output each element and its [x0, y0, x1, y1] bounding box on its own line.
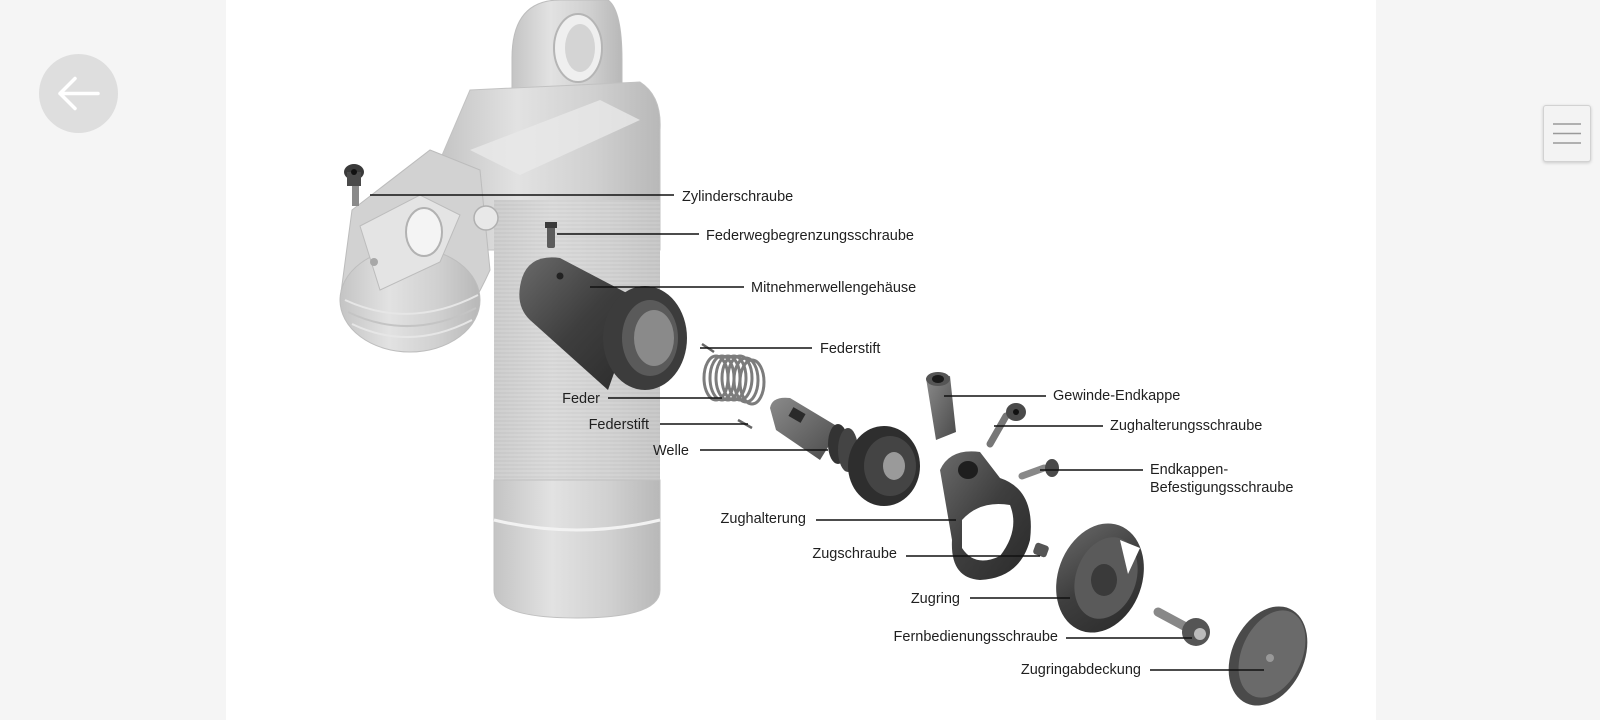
label-gewinde-endkappe: Gewinde-Endkappe [1053, 388, 1180, 404]
label-mitnehmerwellengehaeuse: Mitnehmerwellengehäuse [751, 280, 916, 296]
label-welle: Welle [653, 443, 689, 459]
label-feder: Feder [562, 391, 600, 407]
part-zughalterung [940, 451, 1031, 580]
part-zylinderschraube [344, 164, 364, 206]
menu-button[interactable] [1543, 105, 1591, 162]
label-federstift-bottom: Federstift [589, 417, 649, 433]
part-zugringabdeckung [1228, 606, 1308, 706]
label-zughalterungsschraube: Zughalterungsschraube [1110, 418, 1262, 434]
label-federwegbegrenzungsschraube: Federwegbegrenzungsschraube [706, 228, 914, 244]
part-fernbedienungsschraube [1153, 607, 1210, 646]
hamburger-menu-icon [1553, 123, 1581, 144]
part-mitnehmerwellengehaeuse [519, 257, 687, 390]
part-zugring [1056, 523, 1144, 633]
exploded-parts-illustration [344, 164, 1308, 706]
label-endkappen-line1: Endkappen- [1150, 462, 1228, 478]
document-page [226, 0, 1376, 720]
leader-lines [370, 194, 1264, 671]
back-button[interactable] [39, 54, 118, 133]
part-zughalterungsschraube [986, 403, 1026, 448]
label-zugschraube: Zugschraube [812, 546, 897, 562]
label-fernbedienungsschraube: Fernbedienungsschraube [894, 629, 1058, 645]
part-endkappen-befestigungsschraube [1018, 459, 1059, 480]
label-federstift-top: Federstift [820, 341, 880, 357]
part-zugschraube [1033, 542, 1049, 558]
label-zugringabdeckung: Zugringabdeckung [1021, 662, 1141, 678]
label-zughalterung: Zughalterung [721, 511, 806, 527]
part-gewinde-endkappe [926, 372, 956, 440]
label-zugring: Zugring [911, 591, 960, 607]
part-welle [770, 397, 920, 506]
part-labels: Zylinderschraube Federwegbegrenzungsschr… [562, 189, 1293, 678]
part-federwegbegrenzungsschraube [545, 222, 557, 248]
label-endkappen-line2: Befestigungsschraube [1150, 480, 1294, 496]
arrow-left-icon [58, 76, 100, 111]
part-feder [702, 354, 766, 406]
label-zylinderschraube: Zylinderschraube [682, 189, 793, 205]
